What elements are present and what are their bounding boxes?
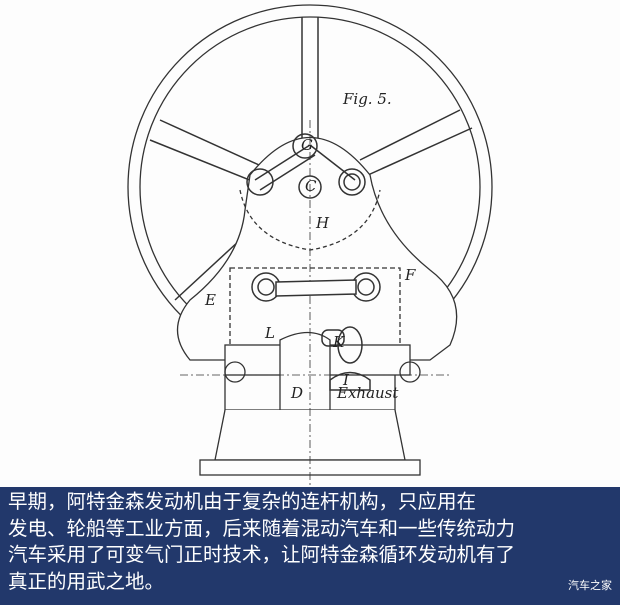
- label-h: H: [315, 214, 330, 232]
- caption-line: 早期，阿特金森发动机由于复杂的连杆机构，只应用在: [8, 490, 477, 513]
- label-g: G: [301, 136, 313, 154]
- label-c: C: [305, 177, 317, 195]
- engine-body: [177, 120, 458, 487]
- engine-drawing: Fig. 5. G C H E F L K I D Exhaust: [127, 4, 493, 487]
- label-l: L: [264, 324, 275, 342]
- figure-title: Fig. 5.: [342, 90, 392, 108]
- caption-line: 真正的用武之地。: [8, 569, 165, 593]
- label-d: D: [290, 384, 303, 402]
- label-f: F: [404, 266, 416, 284]
- linkage: [246, 133, 381, 391]
- label-i: I: [342, 371, 350, 389]
- label-e: E: [204, 291, 216, 309]
- caption-line: 汽车采用了可变气门正时技术，让阿特金森循环发动机有了: [8, 543, 516, 566]
- caption-line: 发电、轮船等工业方面，后来随着混动汽车和一些传统动力: [8, 516, 516, 540]
- caption-box: 早期，阿特金森发动机由于复杂的连杆机构，只应用在 发电、轮船等工业方面，后来随着…: [0, 487, 620, 605]
- label-k: K: [332, 333, 345, 351]
- watermark: 汽车之家: [568, 578, 612, 592]
- label-exhaust: Exhaust: [336, 384, 399, 402]
